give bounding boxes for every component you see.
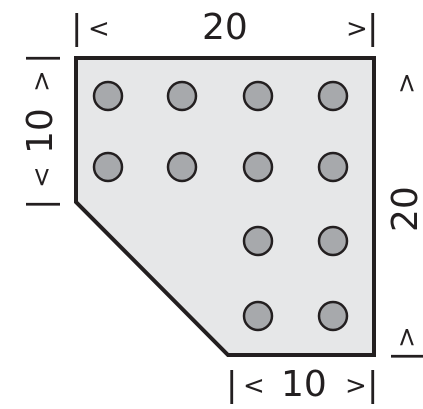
left-dim-top-bar: | bbox=[21, 53, 61, 64]
bottom-dimension: | < 10 > | bbox=[226, 364, 378, 405]
bottom-dim-left-bar: | bbox=[226, 365, 237, 405]
left-dimension: | > 10 < | bbox=[20, 53, 61, 210]
top-dimension: | < 20 > | bbox=[71, 7, 378, 48]
left-dim-bottom-arrow: < bbox=[27, 166, 57, 188]
right-dim-bottom-arrow: > bbox=[392, 326, 422, 348]
left-dim-top-arrow: > bbox=[27, 70, 57, 92]
hole-grid bbox=[92, 80, 349, 332]
left-dim-bottom-bar: | bbox=[21, 199, 61, 210]
bottom-dim-left-arrow: < bbox=[243, 371, 265, 401]
hole bbox=[242, 80, 274, 112]
hole bbox=[166, 151, 198, 183]
bottom-dim-value: 10 bbox=[281, 364, 327, 405]
plate-outline bbox=[74, 56, 376, 357]
right-dim-bottom-bar: | bbox=[386, 351, 423, 362]
top-dim-right-bar: | bbox=[367, 8, 378, 48]
top-dim-left-bar: | bbox=[71, 8, 82, 48]
hole bbox=[92, 151, 124, 183]
right-dim-value: 20 bbox=[385, 186, 423, 232]
right-dim-top-arrow: > bbox=[392, 72, 422, 94]
top-dim-right-arrow: > bbox=[346, 14, 368, 44]
right-dimension: > 20 > | bbox=[385, 72, 423, 362]
top-dim-left-arrow: < bbox=[88, 14, 110, 44]
hole bbox=[242, 151, 274, 183]
left-dim-value: 10 bbox=[20, 108, 61, 154]
hole bbox=[317, 300, 349, 332]
hole bbox=[242, 300, 274, 332]
hole bbox=[317, 151, 349, 183]
hole bbox=[317, 80, 349, 112]
bottom-dim-right-arrow: > bbox=[345, 371, 367, 401]
top-dim-value: 20 bbox=[202, 7, 248, 48]
bottom-dim-right-bar: | bbox=[367, 365, 378, 405]
hole bbox=[92, 80, 124, 112]
hole bbox=[166, 80, 198, 112]
hole bbox=[242, 225, 274, 257]
hole bbox=[317, 225, 349, 257]
